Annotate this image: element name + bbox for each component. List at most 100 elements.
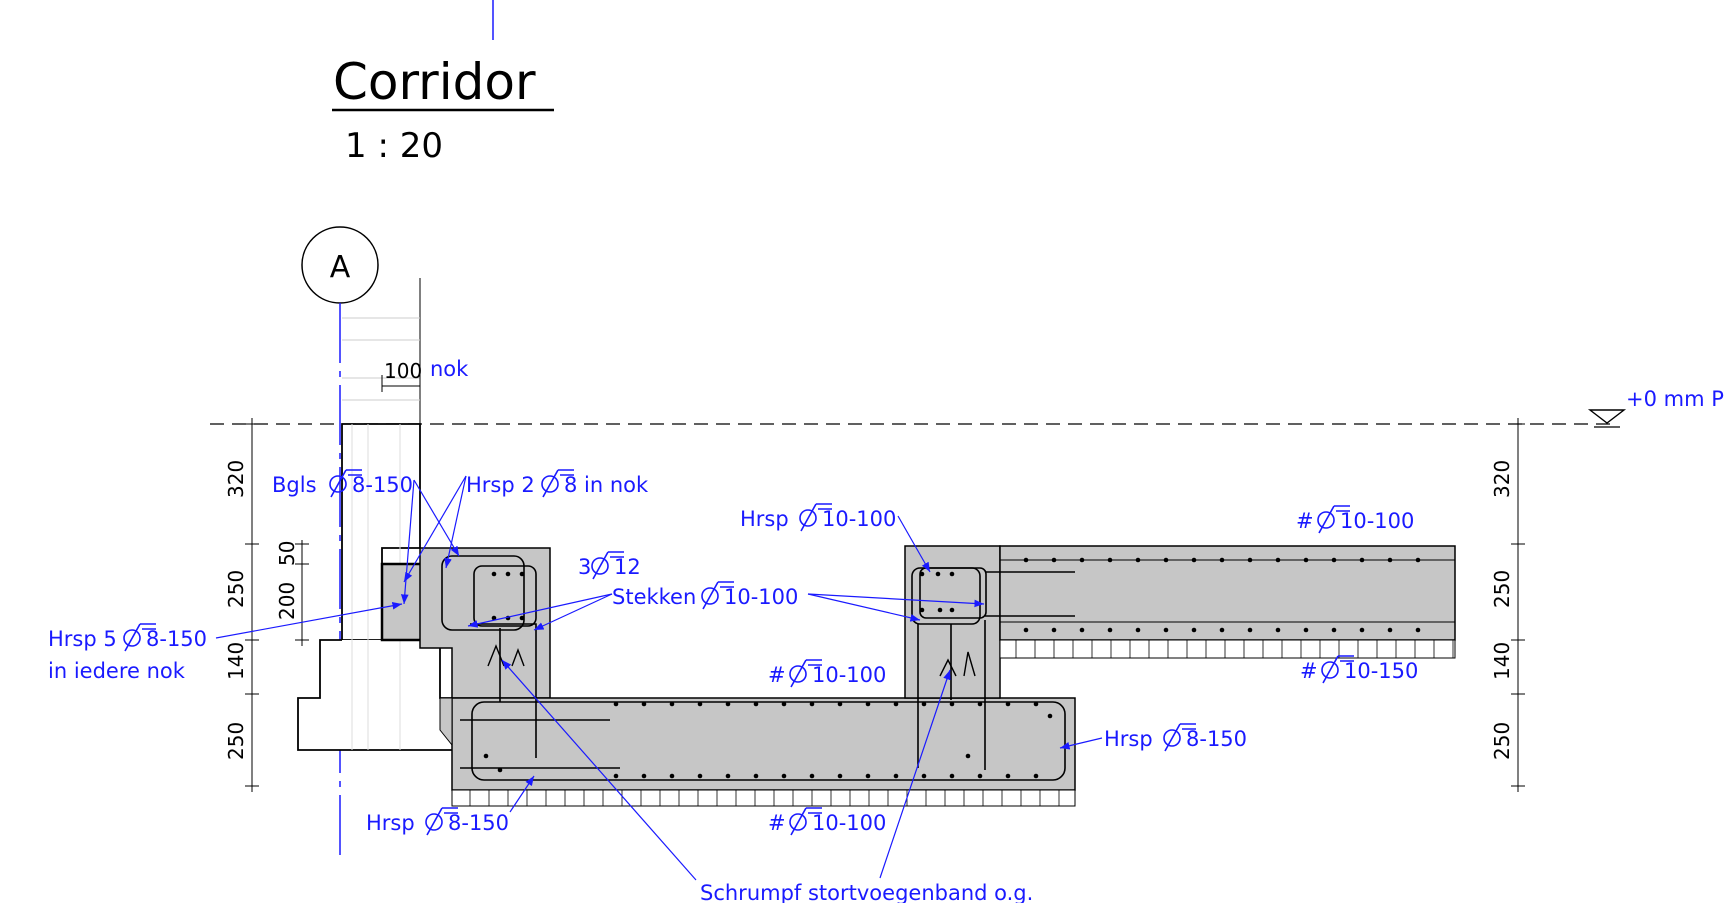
rebar-dot	[1051, 627, 1057, 633]
hrsp-nok-label-b: 8 in nok	[564, 473, 649, 497]
bgls-spec: 8-150	[352, 473, 413, 497]
rebar-dot	[1135, 627, 1141, 633]
svg-text:320: 320	[224, 460, 248, 498]
rebar-dot	[1387, 557, 1393, 563]
mesh-top-right-b: 10-100	[1340, 509, 1414, 533]
dim-chain-right: 320 250 140 250	[1490, 418, 1525, 792]
hrsp-top-b: 10-100	[822, 507, 896, 531]
rebar-dot	[1033, 773, 1039, 779]
rebar-dot	[1415, 557, 1421, 563]
rebar-dot	[977, 701, 983, 707]
rebar-dot	[1023, 557, 1029, 563]
rebar-dot	[865, 773, 871, 779]
schrumpf-label: Schrumpf stortvoegenband o.g.	[700, 881, 1033, 903]
rebar-dot	[865, 701, 871, 707]
rebar-dot	[725, 773, 731, 779]
svg-text:250: 250	[1490, 570, 1514, 608]
rebar-dot	[697, 701, 703, 707]
rebar-dot	[669, 773, 675, 779]
rebar-dot	[1047, 713, 1053, 719]
grid-bubble-label: A	[330, 250, 351, 285]
rebar-dot	[613, 773, 619, 779]
svg-text:320: 320	[1490, 460, 1514, 498]
dim-chain-left: 320 250 140 250	[224, 418, 259, 792]
three-12-b: 12	[614, 555, 641, 579]
rebar-dot	[921, 773, 927, 779]
rebar-dot	[491, 615, 497, 621]
svg-text:140: 140	[224, 642, 248, 680]
hrsp-top-a: Hrsp	[740, 507, 789, 531]
rebar-dot	[1163, 557, 1169, 563]
rebar-dot	[1415, 627, 1421, 633]
mesh-top-right-a: #	[1296, 509, 1314, 533]
mesh-mid-a: #	[768, 663, 786, 687]
rebar-dot	[919, 607, 925, 613]
rebar-dot	[1359, 557, 1365, 563]
hrsp-iedere-a: Hrsp 5	[48, 627, 117, 651]
svg-text:100: 100	[384, 359, 422, 383]
rebar-dot	[1033, 701, 1039, 707]
joint-left	[487, 644, 525, 667]
rebar-dot	[937, 607, 943, 613]
rebar-dot	[809, 701, 815, 707]
rebar-dot	[1275, 557, 1281, 563]
rebar-dot	[753, 701, 759, 707]
rebar-dot	[519, 571, 525, 577]
rebar-dot	[893, 773, 899, 779]
rebar-dot	[1247, 627, 1253, 633]
dim-chain-inner: 50 200	[275, 540, 309, 646]
rebar-dot	[483, 753, 489, 759]
svg-text:50: 50	[275, 541, 299, 566]
rebar-dot	[641, 701, 647, 707]
hrsp-bottom-a: Hrsp	[366, 811, 415, 835]
hrsp-iedere-b: 8-150	[146, 627, 207, 651]
rebar-dot	[919, 571, 925, 577]
view-title: Corridor	[333, 53, 536, 111]
rebar-dot	[1331, 627, 1337, 633]
rebar-dot	[921, 701, 927, 707]
rebar-dot	[1247, 557, 1253, 563]
rebar-dot	[837, 701, 843, 707]
rebar-dot	[641, 773, 647, 779]
rebar-dot	[949, 773, 955, 779]
level-triangle-icon	[1587, 409, 1627, 424]
reinforcement	[441, 555, 1455, 781]
rebar-dot	[1359, 627, 1365, 633]
rebar-dots	[483, 557, 1421, 779]
bgls-label: Bgls	[272, 473, 317, 497]
rebar-dot	[809, 773, 815, 779]
rebar-dot	[1107, 627, 1113, 633]
svg-text:200: 200	[275, 582, 299, 620]
rebar-dot	[1303, 627, 1309, 633]
rebar-dot	[1135, 557, 1141, 563]
rebar-dot	[697, 773, 703, 779]
hrsp-right-b: 8-150	[1186, 727, 1247, 751]
insulation-bottom	[451, 789, 1076, 807]
rebar-dot	[949, 607, 955, 613]
mesh-bottom-b: 10-100	[812, 811, 886, 835]
hrsp-right-a: Hrsp	[1104, 727, 1153, 751]
rebar-dot	[1331, 557, 1337, 563]
level-label: +0 mm Pe	[1626, 387, 1724, 411]
rebar-dot	[1191, 557, 1197, 563]
mesh-bottom-a: #	[768, 811, 786, 835]
hrsp-nok-label-a: Hrsp 2	[466, 473, 535, 497]
left-slope	[439, 697, 453, 747]
rebar-dot	[935, 571, 941, 577]
nok-label: nok	[430, 357, 469, 381]
rebar-dot	[725, 701, 731, 707]
mesh-right-a: #	[1300, 659, 1318, 683]
rebar-dot	[1163, 627, 1169, 633]
rebar-dot	[753, 773, 759, 779]
three-12-a: 3	[578, 555, 591, 579]
rebar-dot	[781, 773, 787, 779]
hrsp-iedere-c: in iedere nok	[48, 659, 186, 683]
stekken-a: Stekken	[612, 585, 696, 609]
svg-text:140: 140	[1490, 642, 1514, 680]
svg-text:250: 250	[224, 570, 248, 608]
rebar-dot	[965, 753, 971, 759]
view-scale: 1 : 20	[345, 126, 443, 166]
rebar-dot	[1219, 627, 1225, 633]
rebar-dot	[491, 571, 497, 577]
